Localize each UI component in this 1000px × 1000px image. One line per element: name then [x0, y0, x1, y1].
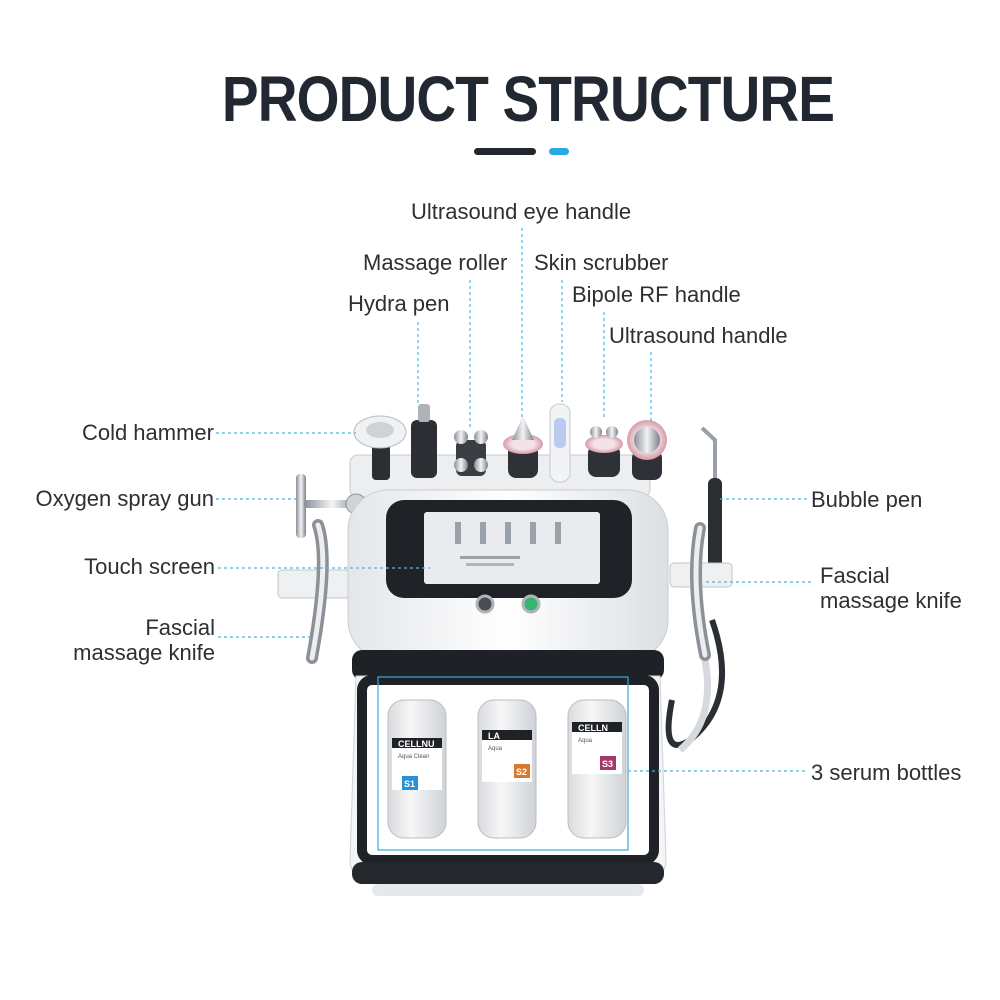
- serum-bottle-1: [387, 699, 447, 839]
- label-oxygen-spray-gun: Oxygen spray gun: [35, 486, 214, 511]
- label-fascial-knife-right-line2: massage knife: [820, 588, 962, 613]
- fascial-knife-left-tool: [306, 519, 329, 664]
- ultrasound-handle-tool: [627, 420, 667, 480]
- oxygen-spray-gun-tool: [296, 474, 367, 538]
- fascial-knife-right-tool: [690, 522, 711, 661]
- bottle-brand-label: CELLNU: [398, 739, 435, 749]
- label-hydra-pen: Hydra pen: [348, 291, 450, 316]
- label-ultrasound-eye-handle: Ultrasound eye handle: [411, 199, 632, 224]
- ultrasound-eye-tool: [503, 416, 543, 478]
- label-fascial-knife-left-line2: massage knife: [73, 640, 215, 665]
- title-underline-accent: [549, 148, 569, 155]
- label-fascial-knife-right-line1: Fascial: [820, 563, 890, 588]
- bipole-rf-tool: [585, 426, 623, 477]
- page-title: PRODUCT STRUCTURE: [221, 63, 835, 135]
- label-ultrasound-handle: Ultrasound handle: [609, 323, 788, 348]
- bottle-sub-label: Aqua: [578, 738, 593, 744]
- label-cold-hammer: Cold hammer: [81, 420, 214, 445]
- massage-roller-tool: [454, 430, 488, 476]
- bottle-sub-label: Aqua Clean: [398, 754, 429, 760]
- serum-bottle-3: [567, 699, 627, 839]
- label-bipole-rf-handle: Bipole RF handle: [572, 282, 741, 307]
- label-touch-screen: Touch screen: [84, 554, 215, 579]
- label-fascial-knife-left-line1: Fascial: [145, 615, 215, 640]
- bottle-tag-label: S2: [516, 767, 527, 777]
- cold-hammer-tool: [353, 415, 407, 480]
- bottle-tag-label: S1: [404, 779, 415, 789]
- bottle-brand-label: CELLN: [578, 723, 608, 733]
- serum-bottles-highlight: [377, 676, 629, 851]
- bottle-tag-label: S3: [602, 759, 613, 769]
- title-underline-dark: [474, 148, 536, 155]
- label-serum-bottles: 3 serum bottles: [811, 760, 962, 785]
- bubble-pen-tool: [665, 426, 725, 753]
- hydra-pen-tool: [411, 404, 437, 478]
- serum-bottle-2: [477, 699, 537, 839]
- label-massage-roller: Massage roller: [363, 250, 508, 275]
- label-skin-scrubber: Skin scrubber: [534, 250, 669, 275]
- label-bubble-pen: Bubble pen: [811, 487, 923, 512]
- bottle-brand-label: LA: [488, 731, 500, 741]
- skin-scrubber-tool: [549, 403, 571, 483]
- bottle-sub-label: Aqua: [488, 746, 503, 752]
